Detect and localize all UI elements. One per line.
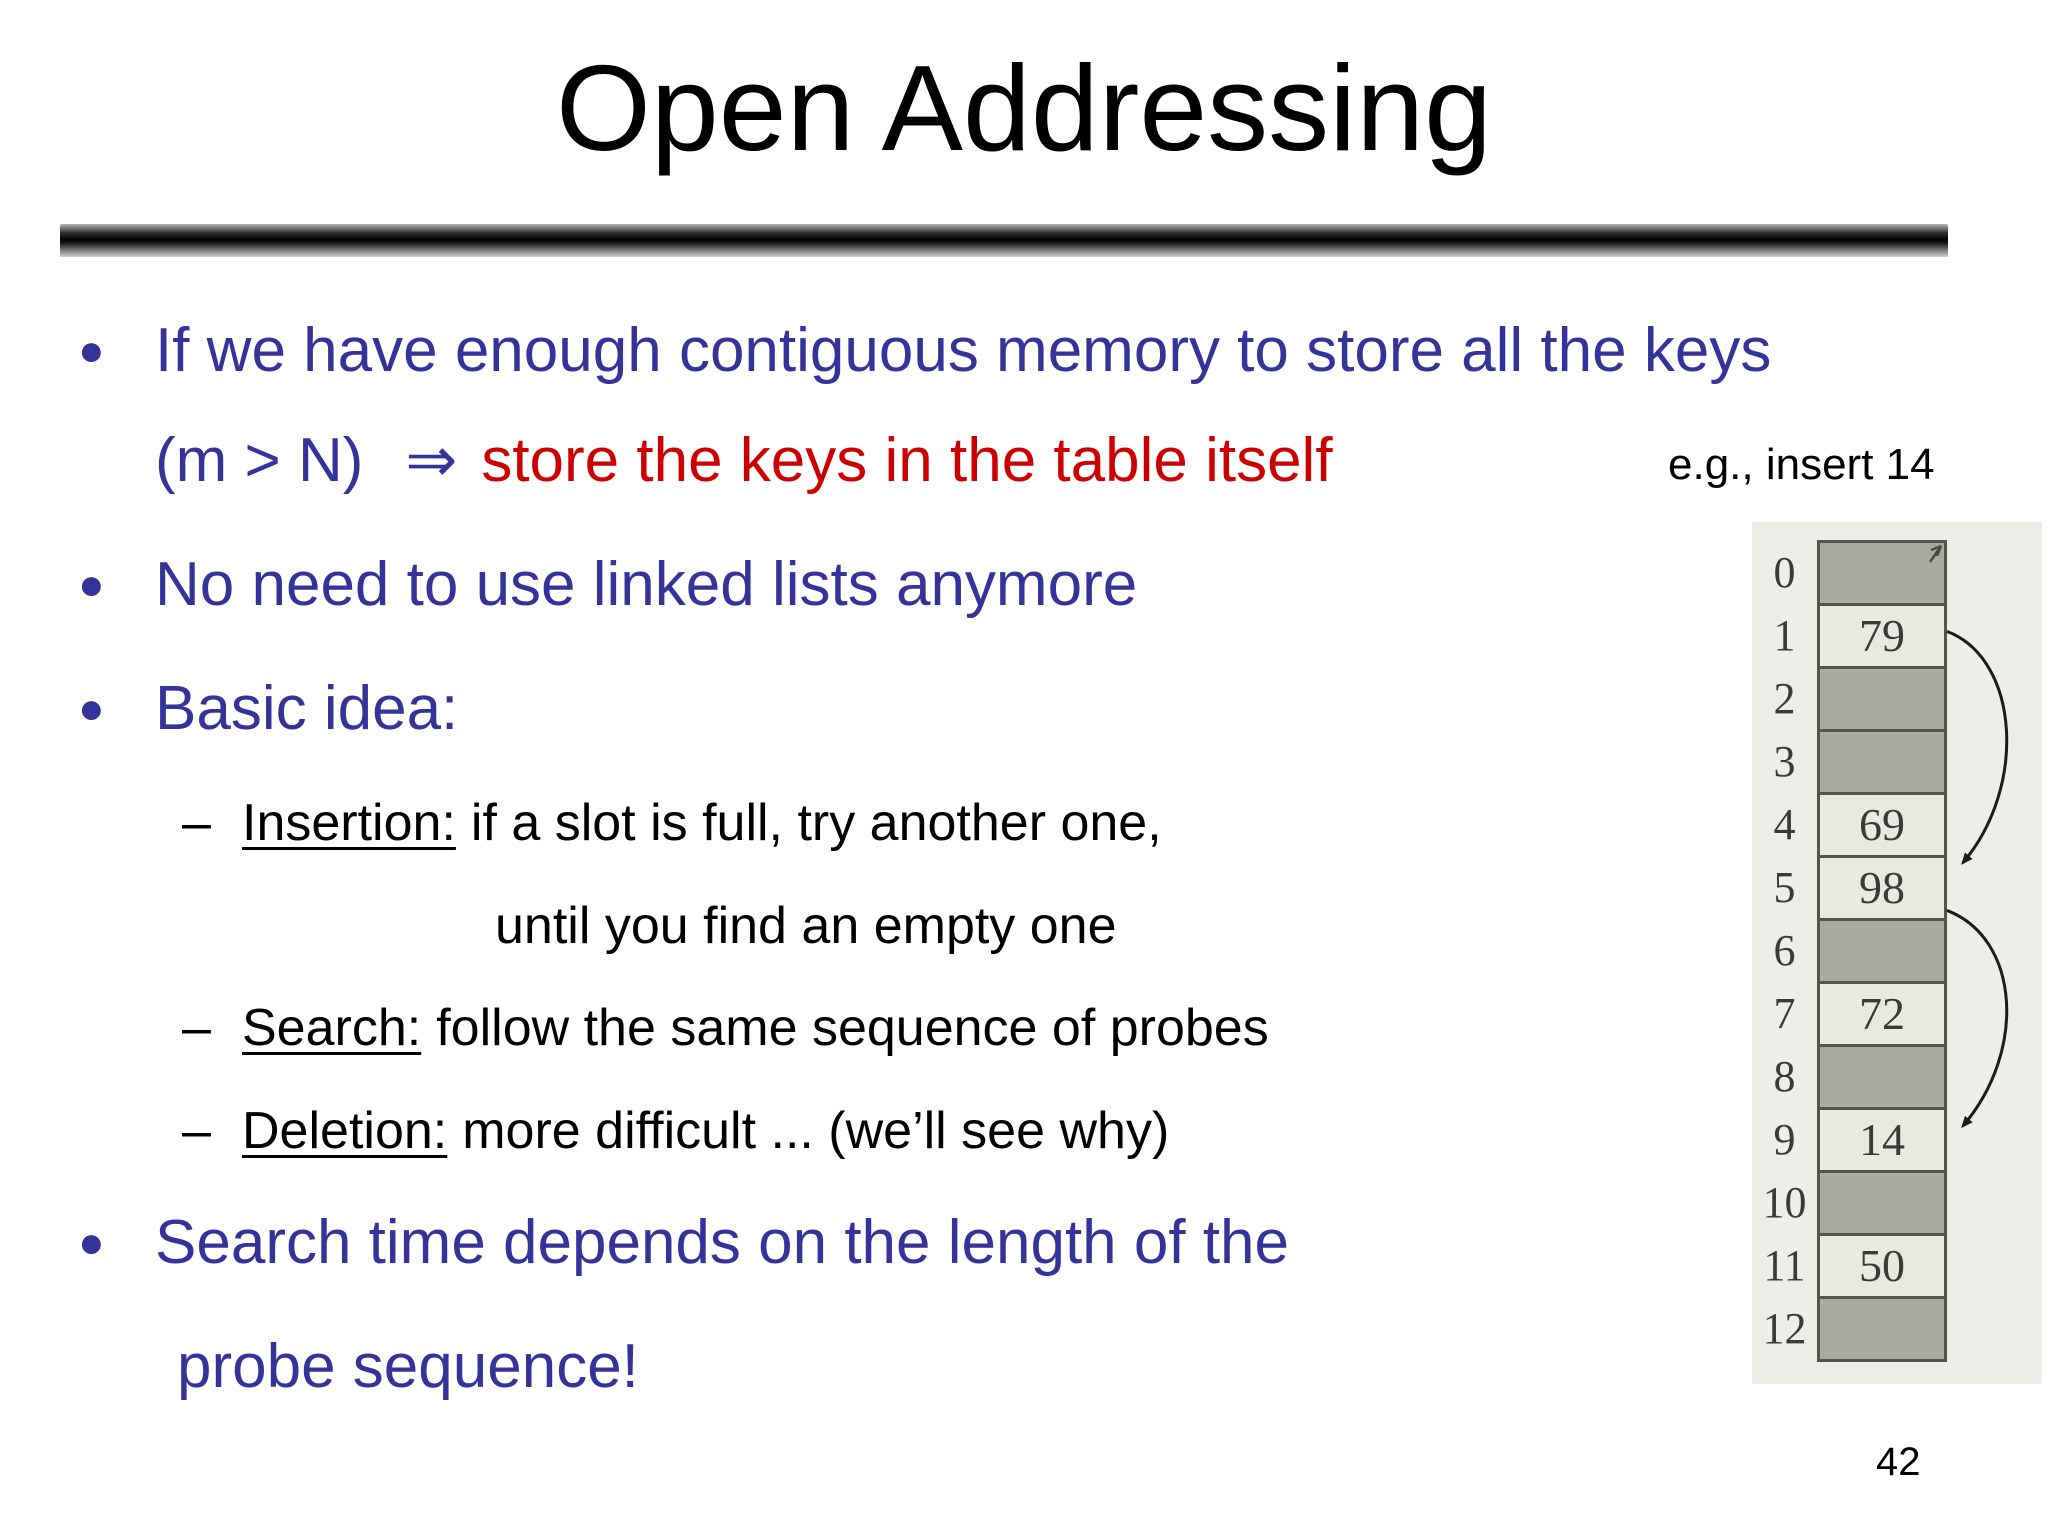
table-row-8: 8 xyxy=(1752,1044,1947,1110)
condition-text: (m > N) xyxy=(155,426,364,495)
sub-bullet-insertion: –Insertion:if a slot is full, try anothe… xyxy=(182,792,1162,854)
insertion-cont-text: until you find an empty one xyxy=(495,897,1117,955)
table-row-9: 9 14 xyxy=(1752,1107,1947,1173)
table-row-5: 5 98 xyxy=(1752,855,1947,921)
row-index-label: 0 xyxy=(1773,548,1796,597)
bullet-dot-icon: ● xyxy=(78,560,105,609)
row-index-label: 9 xyxy=(1773,1115,1796,1164)
row-index-label: 1 xyxy=(1773,611,1796,660)
bullet-1-line-2: (m > N) ⇒ store the keys in the table itse… xyxy=(155,424,1333,498)
row-cell xyxy=(1817,918,1947,984)
row-index-label: 6 xyxy=(1773,926,1796,975)
bullet-1-line-1: ● If we have enough contiguous memory to … xyxy=(78,314,1771,388)
deletion-text: more difficult ... (we’ll see why) xyxy=(462,1102,1170,1160)
implies-arrow-icon: ⇒ xyxy=(405,426,458,495)
row-cell xyxy=(1817,1044,1947,1110)
deletion-label: Deletion: xyxy=(242,1102,448,1160)
sub-bullet-insertion-cont: until you find an empty one xyxy=(495,895,1117,957)
row-cell xyxy=(1817,729,1947,795)
row-cell: 50 xyxy=(1817,1233,1947,1299)
row-index-label: 12 xyxy=(1762,1304,1807,1353)
title-rule xyxy=(60,224,1948,257)
row-cell: 14 xyxy=(1817,1107,1947,1173)
row-cell: 98 xyxy=(1817,855,1947,921)
insertion-label: Insertion: xyxy=(242,794,456,852)
row-index-label: 4 xyxy=(1773,800,1796,849)
search-text: follow the same sequence of probes xyxy=(436,999,1269,1057)
page-title: Open Addressing xyxy=(556,40,1492,176)
bullet-4-line-2: probe sequence! xyxy=(177,1330,639,1404)
bullet-dot-icon: ● xyxy=(78,326,105,375)
table-row-4: 4 69 xyxy=(1752,792,1947,858)
table-row-6: 6 xyxy=(1752,918,1947,984)
row-cell xyxy=(1817,1296,1947,1362)
bullet-4-text-cont: probe sequence! xyxy=(177,1332,639,1401)
example-note: e.g., insert 14 xyxy=(1668,440,1935,489)
bullet-dot-icon: ● xyxy=(78,684,105,733)
insertion-text: if a slot is full, try another one, xyxy=(470,794,1162,852)
table-row-7: 7 72 xyxy=(1752,981,1947,1047)
row-cell xyxy=(1817,540,1947,606)
sub-bullet-search: –Search:follow the same sequence of prob… xyxy=(182,997,1269,1059)
bullet-3: ● Basic idea: xyxy=(78,672,458,746)
probe-arrow-1-to-5 xyxy=(1946,629,2009,865)
table-row-0: 0 xyxy=(1752,540,1947,606)
bullet-3-text: Basic idea: xyxy=(155,674,459,743)
dash-marker-icon: – xyxy=(182,794,211,852)
bullet-4-line-1: ● Search time depends on the length of th… xyxy=(78,1206,1289,1280)
bullet-2-text: No need to use linked lists anymore xyxy=(155,550,1138,619)
bullet-2: ● No need to use linked lists anymore xyxy=(78,548,1137,622)
dash-marker-icon: – xyxy=(182,1102,211,1160)
row-index-label: 5 xyxy=(1773,863,1796,912)
row-cell xyxy=(1817,666,1947,732)
bullet-dot-icon: ● xyxy=(78,1218,105,1267)
row-cell: 72 xyxy=(1817,981,1947,1047)
row-cell: 79 xyxy=(1817,603,1947,669)
page-number: 42 xyxy=(1876,1440,1921,1484)
search-label: Search: xyxy=(242,999,422,1057)
table-row-1: 1 79 xyxy=(1752,603,1947,669)
row-index-label: 11 xyxy=(1763,1241,1806,1290)
row-index-label: 7 xyxy=(1773,989,1796,1038)
probe-arrow-5-to-9 xyxy=(1946,909,2009,1129)
emphasis-text: store the keys in the table itself xyxy=(481,426,1333,495)
dash-marker-icon: – xyxy=(182,999,211,1057)
row-index-label: 2 xyxy=(1773,674,1796,723)
row-index-label: 8 xyxy=(1773,1052,1796,1101)
table-row-12: 12 xyxy=(1752,1296,1947,1362)
row-index-label: 3 xyxy=(1773,737,1796,786)
bullet-4-text: Search time depends on the length of the xyxy=(155,1208,1290,1277)
row-cell xyxy=(1817,1170,1947,1236)
row-cell: 69 xyxy=(1817,792,1947,858)
table-row-2: 2 xyxy=(1752,666,1947,732)
table-row-10: 10 xyxy=(1752,1170,1947,1236)
bullet-1-text: If we have enough contiguous memory to s… xyxy=(155,316,1772,385)
sub-bullet-deletion: –Deletion:more difficult ... (we’ll see … xyxy=(182,1100,1169,1162)
row-index-label: 10 xyxy=(1762,1178,1807,1227)
table-row-3: 3 xyxy=(1752,729,1947,795)
